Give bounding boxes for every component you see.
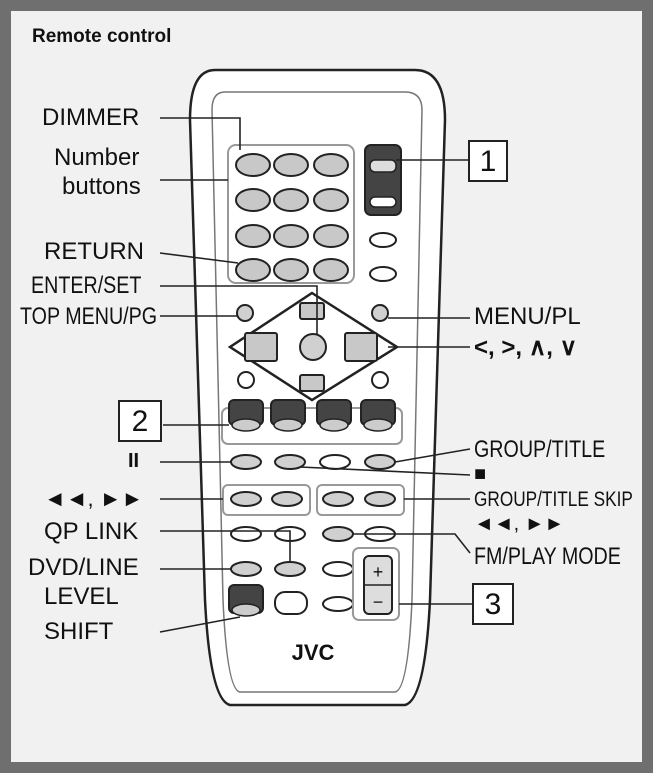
down-key bbox=[299, 374, 325, 392]
label-enter-set: ENTER/SET bbox=[31, 272, 142, 299]
number-key bbox=[235, 224, 271, 248]
label-skip-keys: ◄◄, ►► bbox=[474, 513, 565, 535]
label-dimmer: DIMMER bbox=[42, 104, 140, 131]
label-menu-pl: MENU/PL bbox=[474, 303, 581, 330]
volume-group bbox=[352, 547, 400, 621]
enter-key bbox=[299, 333, 327, 361]
menu-key bbox=[371, 304, 389, 322]
leader-return bbox=[159, 252, 239, 264]
number-key bbox=[313, 258, 349, 282]
number-key bbox=[313, 188, 349, 212]
number-key bbox=[273, 224, 309, 248]
dvd-line-key bbox=[230, 561, 262, 577]
leader-grouptitle bbox=[394, 448, 471, 463]
label-dvd-line-2: LEVEL bbox=[44, 583, 119, 610]
left-key bbox=[244, 332, 278, 362]
side-key bbox=[369, 232, 397, 248]
rew-ff-group bbox=[222, 484, 311, 516]
callout-2: 2 bbox=[118, 400, 162, 442]
label-shift: SHIFT bbox=[44, 618, 114, 645]
label-stop: ■ bbox=[474, 463, 487, 485]
leader-shift bbox=[159, 616, 241, 633]
ff-key bbox=[271, 491, 303, 507]
right-key bbox=[344, 332, 378, 362]
bottom-key bbox=[274, 591, 308, 615]
volume-minus-glyph: − bbox=[373, 592, 384, 612]
up-key bbox=[299, 302, 325, 320]
skip-back-key bbox=[322, 491, 354, 507]
number-key bbox=[313, 224, 349, 248]
number-pad-group bbox=[227, 144, 355, 284]
number-key bbox=[273, 153, 309, 177]
standby-key bbox=[369, 159, 397, 173]
number-key bbox=[273, 188, 309, 212]
figure-heading: Remote control bbox=[32, 26, 172, 47]
group-title-key bbox=[364, 454, 396, 470]
remote-inner-outline bbox=[211, 91, 423, 693]
fm-play-mode-key bbox=[322, 526, 354, 542]
pause-key bbox=[230, 454, 262, 470]
skip-fwd-key bbox=[364, 491, 396, 507]
skip-group bbox=[316, 484, 405, 516]
return-key bbox=[235, 258, 271, 282]
transport-key bbox=[319, 454, 351, 470]
brand-logo: JVC bbox=[292, 640, 335, 665]
leader-fm bbox=[353, 533, 471, 554]
leader-stop bbox=[299, 466, 471, 476]
label-pause: II bbox=[128, 450, 140, 472]
power-key bbox=[369, 196, 397, 208]
label-number-buttons-1: Number bbox=[54, 144, 140, 171]
source-key-group bbox=[221, 407, 403, 445]
qp-link-key bbox=[230, 526, 262, 542]
callout-3: 3 bbox=[472, 583, 514, 625]
stop-key bbox=[274, 454, 306, 470]
top-menu-key bbox=[236, 304, 254, 322]
label-rew-ff: ◄◄, ►► bbox=[44, 486, 144, 511]
leader-dimmer bbox=[160, 117, 241, 150]
label-fm-play-mode: FM/PLAY MODE bbox=[474, 543, 621, 570]
rew-key bbox=[230, 491, 262, 507]
number-key bbox=[273, 258, 309, 282]
number-key bbox=[313, 153, 349, 177]
leader-enter bbox=[160, 285, 318, 335]
volume-plus-glyph: + bbox=[373, 562, 384, 582]
round-key bbox=[371, 371, 389, 389]
level-key bbox=[274, 561, 306, 577]
side-key bbox=[369, 266, 397, 282]
leader-qplink bbox=[160, 530, 291, 563]
lower-key bbox=[322, 596, 354, 612]
label-group-title: GROUP/TITLE bbox=[474, 436, 606, 463]
number-key bbox=[235, 188, 271, 212]
round-key bbox=[237, 371, 255, 389]
label-dvd-line-1: DVD/LINE bbox=[28, 554, 139, 581]
label-cursor-keys: <, >, ∧, ∨ bbox=[474, 334, 578, 361]
lower-key bbox=[322, 561, 354, 577]
label-qp-link: QP LINK bbox=[44, 518, 139, 545]
dimmer-key bbox=[235, 153, 271, 177]
label-return: RETURN bbox=[44, 238, 144, 265]
label-number-buttons-2: buttons bbox=[62, 173, 141, 200]
label-top-menu-pg: TOP MENU/PG bbox=[20, 303, 158, 330]
label-group-title-skip: GROUP/TITLE SKIP bbox=[474, 488, 633, 511]
callout-1: 1 bbox=[468, 140, 508, 182]
